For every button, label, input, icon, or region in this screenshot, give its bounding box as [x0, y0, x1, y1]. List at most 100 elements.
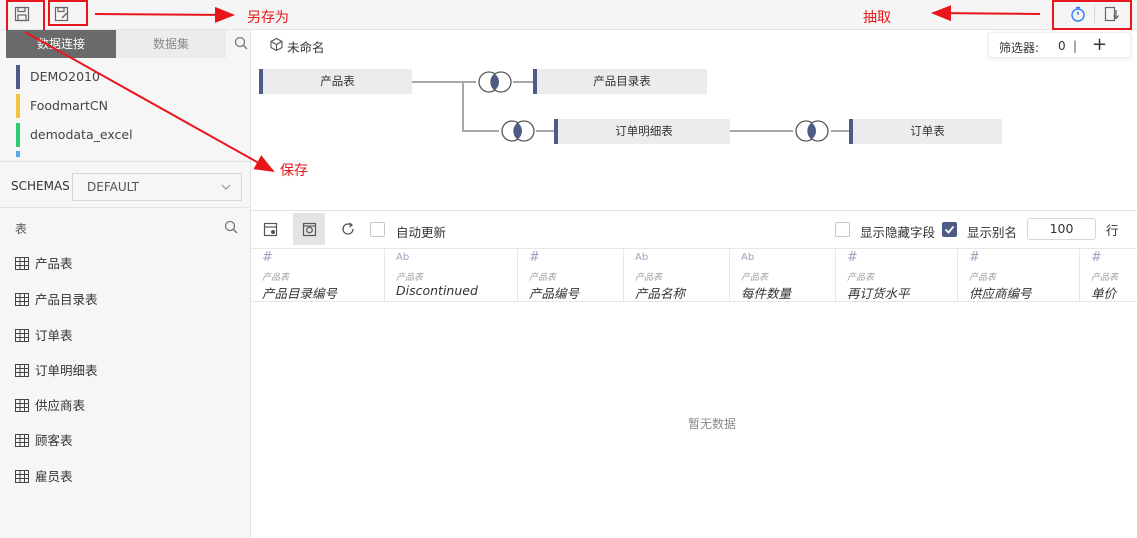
column-name: 单价: [1091, 286, 1117, 301]
table-list-label: 订单明细表: [35, 363, 98, 378]
preview-button[interactable]: [293, 213, 325, 245]
row-count-input[interactable]: 100: [1027, 218, 1096, 240]
schemas-value: DEFAULT: [87, 180, 139, 194]
column-name: 供应商编号: [969, 286, 1032, 301]
column-header[interactable]: # 产品表供应商编号: [958, 249, 1080, 302]
inner-join-icon[interactable]: [793, 119, 831, 143]
column-name: 产品编号: [529, 286, 580, 301]
auto-update-label: 自动更新: [396, 225, 447, 240]
filter-label: 筛选器:: [999, 41, 1040, 55]
table-icon: [15, 329, 29, 342]
column-header[interactable]: #产品表产品编号: [518, 249, 624, 302]
dataset-name[interactable]: 未命名: [269, 37, 325, 56]
column-source-table: 产品表: [635, 273, 663, 283]
search-icon[interactable]: [234, 36, 248, 50]
relation-line: [513, 81, 533, 83]
column-name: 产品名称: [635, 286, 686, 301]
table-list-item[interactable]: 顾客表: [15, 431, 73, 451]
column-header[interactable]: # 产品表产品目录编号: [251, 249, 385, 302]
table-list-label: 供应商表: [35, 398, 86, 413]
search-icon[interactable]: [224, 220, 238, 234]
schemas-row: SCHEMAS DEFAULT: [0, 161, 251, 208]
column-source-table: 产品表: [969, 273, 997, 283]
relation-line: [462, 130, 499, 132]
tables-header: 表: [15, 222, 28, 236]
column-source-table: 产品表: [741, 273, 769, 283]
column-source-table: 产品表: [529, 273, 557, 283]
table-list-label: 产品目录表: [35, 292, 98, 307]
show-hidden-fields-checkbox[interactable]: [835, 222, 850, 237]
table-node-product-catalog[interactable]: 产品目录表: [533, 69, 707, 94]
inner-join-icon[interactable]: [476, 70, 514, 94]
row-unit-label: 行: [1106, 223, 1119, 238]
relation-line: [831, 130, 851, 132]
annotation-save-as: 另存为: [247, 10, 289, 26]
connection-color-bar-partial: [16, 151, 20, 157]
download-button[interactable]: [1098, 1, 1126, 27]
connection-color-bar: [16, 94, 20, 118]
column-name: Discontinued: [396, 283, 478, 298]
table-list-item[interactable]: 产品目录表: [15, 290, 98, 310]
sidebar-tabs: 数据连接 数据集: [6, 30, 250, 58]
table-list-item[interactable]: 雇员表: [15, 467, 73, 487]
number-type-icon: #: [969, 250, 980, 265]
download-icon: [1104, 6, 1119, 22]
text-type-icon: Ab: [741, 252, 755, 263]
tab-dataset[interactable]: 数据集: [116, 30, 226, 58]
table-icon: [15, 257, 29, 270]
number-type-icon: #: [262, 250, 273, 265]
column-header[interactable]: Ab 产品表每件数量: [730, 249, 836, 302]
column-name: 再订货水平: [847, 286, 910, 301]
show-alias-checkbox[interactable]: [942, 222, 957, 237]
tab-data-connection[interactable]: 数据连接: [6, 30, 116, 58]
column-name: 每件数量: [741, 286, 792, 301]
connection-label: demodata_excel: [30, 127, 133, 142]
save-as-button[interactable]: [48, 1, 76, 27]
connection-label: FoodmartCN: [30, 98, 108, 113]
table-node-order[interactable]: 订单表: [849, 119, 1002, 144]
table-icon: [15, 434, 29, 447]
save-as-icon: [54, 6, 69, 22]
inner-join-icon[interactable]: [499, 119, 537, 143]
preview-icon: [302, 222, 316, 236]
arrow-to-save: [24, 31, 275, 172]
table-list-item[interactable]: 订单表: [15, 326, 73, 346]
connection-item-demodata-excel[interactable]: demodata_excel: [16, 123, 133, 147]
arrow-to-save-as: [94, 6, 235, 23]
column-name: 产品目录编号: [262, 286, 338, 301]
relation-line: [412, 81, 476, 83]
connection-item-demo2010[interactable]: DEMO2010: [16, 65, 100, 89]
table-list-item[interactable]: 订单明细表: [15, 361, 98, 381]
data-toolbar: 自动更新 显示隐藏字段 显示别名 100 行: [251, 211, 1137, 248]
chevron-down-icon: [221, 184, 231, 190]
table-node-order-detail[interactable]: 订单明细表: [554, 119, 730, 144]
column-source-table: 产品表: [262, 273, 290, 283]
show-alias-label: 显示别名: [967, 225, 1018, 240]
schemas-select[interactable]: DEFAULT: [72, 173, 242, 201]
field-settings-button[interactable]: [254, 213, 286, 245]
save-button[interactable]: [8, 1, 36, 27]
table-node-product[interactable]: 产品表: [259, 69, 412, 94]
annotation-extract: 抽取: [863, 10, 891, 26]
relation-line: [730, 130, 793, 132]
extract-button[interactable]: [1064, 1, 1092, 27]
auto-update-checkbox[interactable]: [370, 222, 385, 237]
column-header[interactable]: #产品表单价: [1080, 249, 1137, 302]
cube-icon: [270, 37, 283, 52]
table-list-item[interactable]: 供应商表: [15, 396, 85, 416]
connection-item-foodmartcn[interactable]: FoodmartCN: [16, 94, 108, 118]
table-list-label: 订单表: [35, 328, 73, 343]
filter-count: 0: [1058, 39, 1066, 53]
column-header[interactable]: #产品表再订货水平: [836, 249, 958, 302]
column-source-table: 产品表: [847, 273, 875, 283]
table-list-item[interactable]: 产品表: [15, 254, 73, 274]
add-filter-button[interactable]: +: [1092, 34, 1108, 55]
refresh-button[interactable]: [332, 213, 364, 245]
table-settings-icon: [263, 222, 277, 236]
column-source-table: 产品表: [1091, 273, 1119, 283]
arrow-to-extract: [931, 5, 1041, 22]
